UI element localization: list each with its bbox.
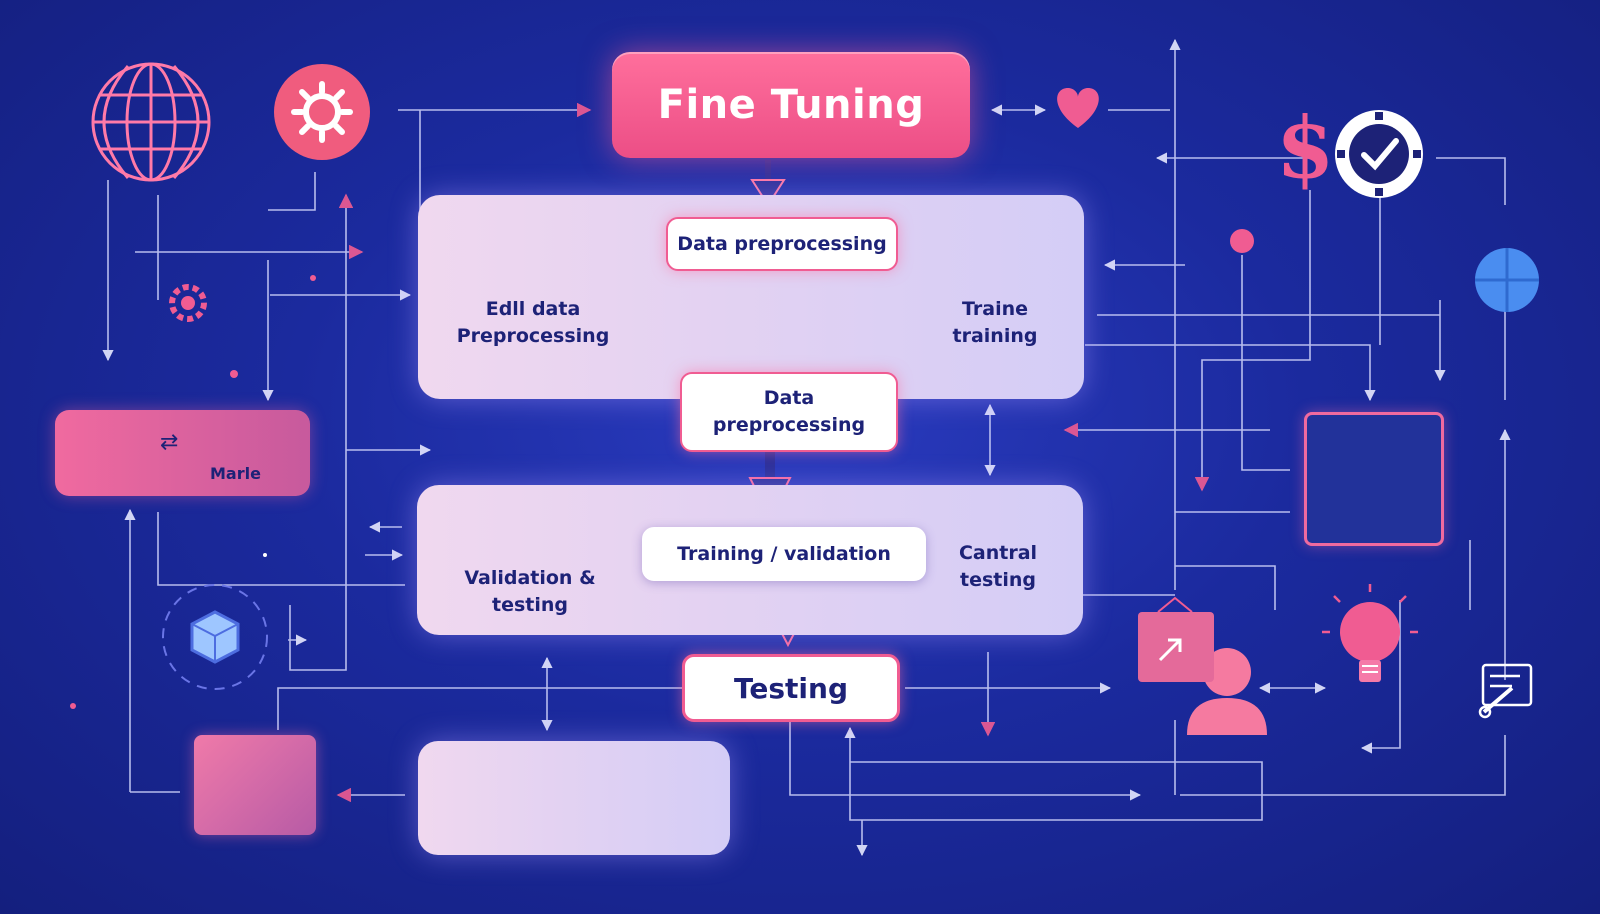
user-icon [1187, 648, 1267, 735]
heart-icon [1057, 88, 1099, 128]
fine-tuning-title: Fine Tuning [657, 82, 925, 128]
pill-training-validation: Training / validation [642, 527, 926, 581]
checklist-card [1304, 412, 1444, 546]
label-edll-data-preprocessing: Edll data Preprocessing [456, 298, 610, 347]
pie-disc-icon [1475, 248, 1539, 312]
fine-tuning-title-box: Fine Tuning [612, 52, 970, 158]
left-card-label: Marle [210, 464, 261, 483]
label-cantral-testing: Cantral testing [958, 542, 1038, 591]
label-traine-training: Traine training [952, 298, 1038, 347]
chart-panel [418, 741, 730, 855]
cube-icon [162, 584, 268, 690]
signboard-icon [1138, 596, 1214, 682]
flow-arrow-down-1 [750, 160, 786, 207]
wrench-icon [1478, 663, 1533, 719]
pill-data-preprocessing-middle: Data preprocessing [680, 372, 898, 452]
pill-middle-line2: preprocessing [712, 414, 866, 436]
label-validation-testing: Validation & testing [464, 567, 596, 616]
exchange-arrows-glyph: ⇄ [160, 430, 179, 455]
gear-icon [274, 64, 370, 160]
small-gear-icon [169, 284, 207, 322]
left-info-card [55, 410, 310, 496]
pill-middle-line1: Data [763, 387, 815, 409]
lightbulb-icon [1322, 584, 1418, 682]
dollar-icon: $ [1276, 98, 1335, 197]
pill-testing: Testing [682, 654, 900, 722]
pill-data-preprocessing-top: Data preprocessing [666, 217, 898, 271]
check-gear-icon [1335, 110, 1423, 198]
globe-icon [91, 62, 211, 182]
document-card [194, 735, 316, 835]
